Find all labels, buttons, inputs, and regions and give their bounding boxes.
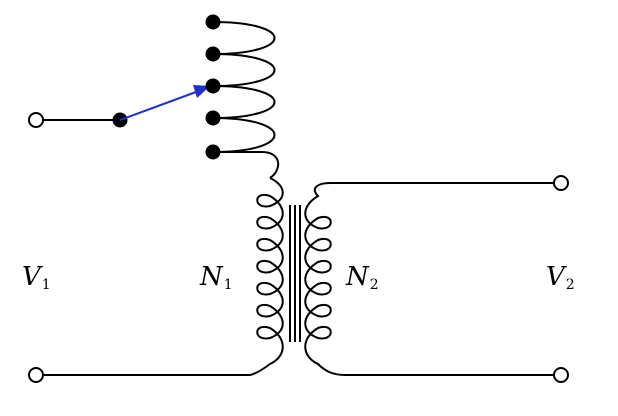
label-v1: V1: [22, 262, 51, 293]
terminal-v2-bottom: [553, 367, 569, 383]
primary-tap-lead: [213, 151, 280, 179]
label-v2: V2: [546, 262, 575, 293]
terminal-v2-top: [553, 175, 569, 191]
terminal-v1-bottom: [28, 367, 44, 383]
primary-coil: [249, 177, 284, 376]
switch-arm: [119, 91, 197, 121]
tap-dot-3: [205, 78, 221, 94]
tap-dot-5: [205, 144, 221, 160]
label-n1: N1: [200, 262, 233, 293]
secondary-coil: [304, 182, 555, 376]
terminal-v1-top: [28, 112, 44, 128]
tap-dot-2: [205, 46, 221, 62]
tap-dot-1: [205, 14, 221, 30]
primary-tap-loops: [212, 21, 276, 153]
label-n2: N2: [346, 262, 379, 293]
tap-dot-4: [205, 110, 221, 126]
switch-arrowhead: [193, 85, 210, 98]
